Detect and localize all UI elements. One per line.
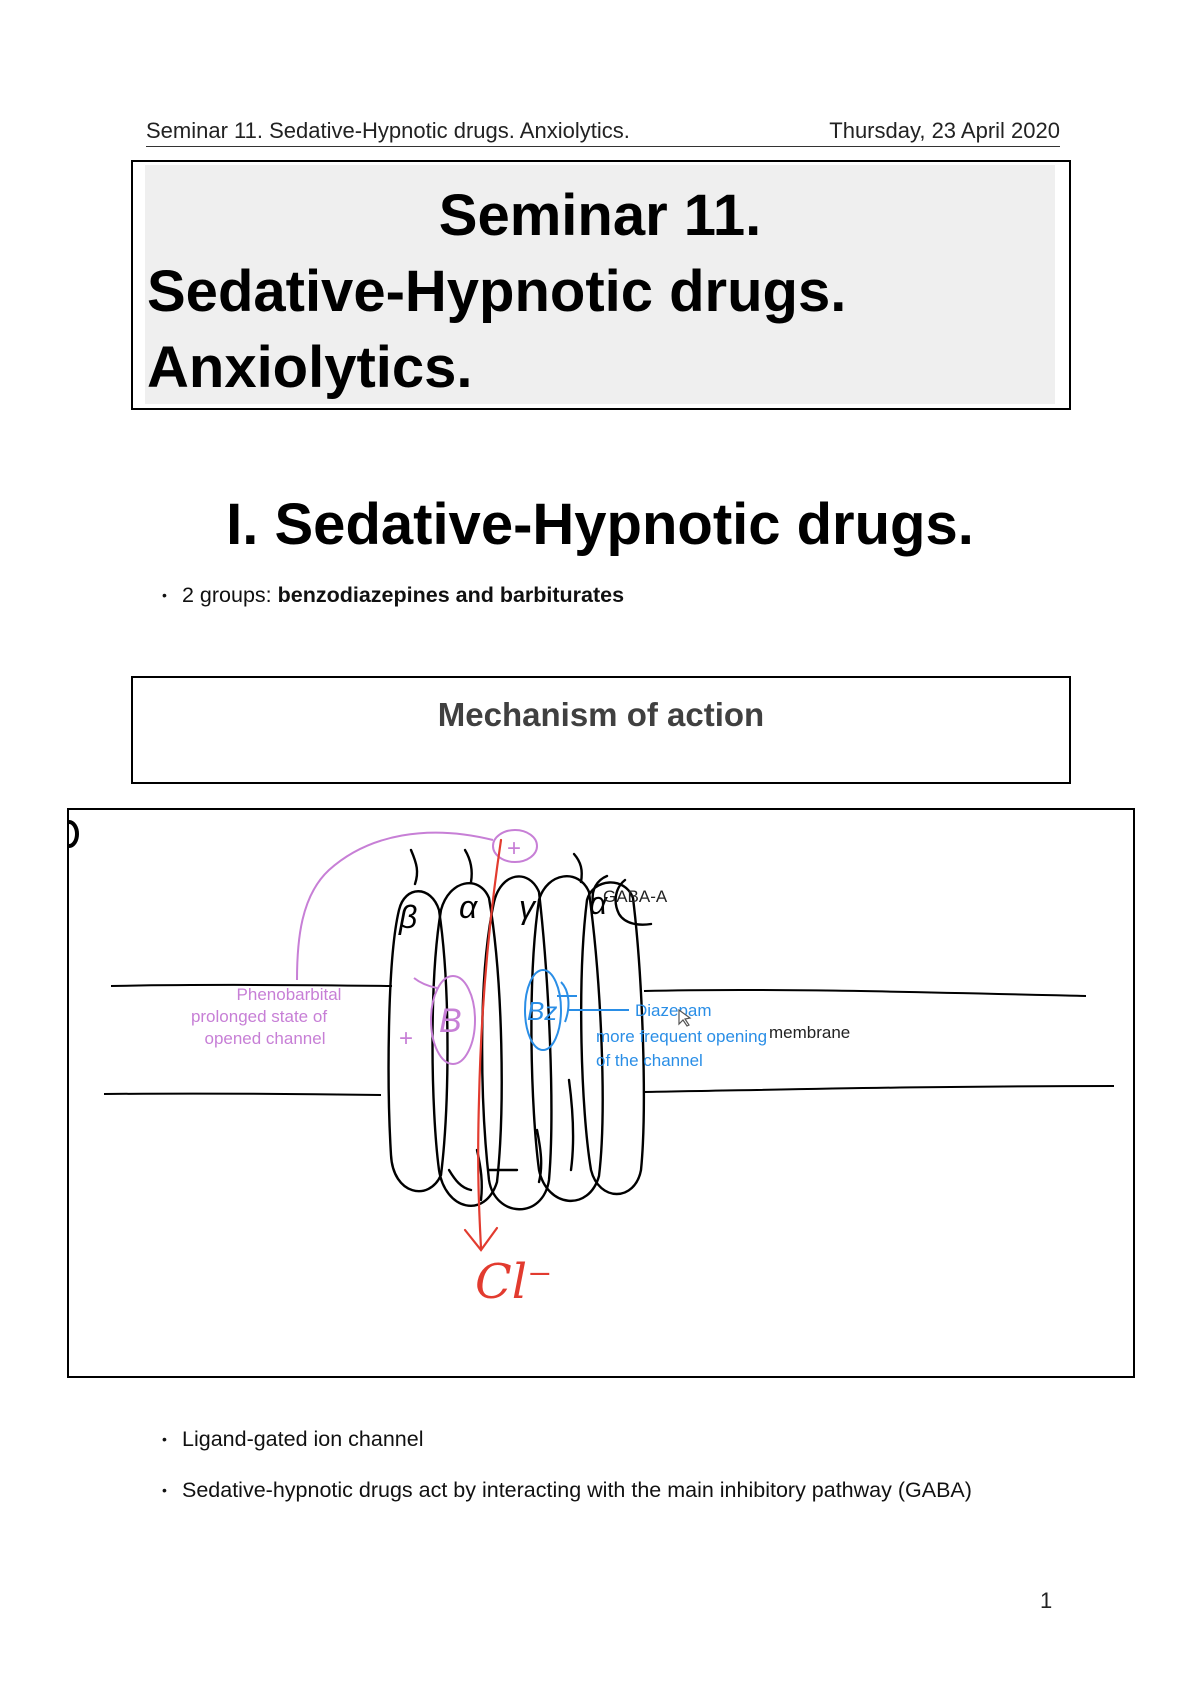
title-box: Seminar 11. Sedative-Hypnotic drugs. Anx…: [131, 160, 1071, 410]
inner-stroke-1: [447, 1168, 473, 1192]
barbiturate-site-circle: [430, 975, 476, 1065]
subunit-outline-2: [431, 882, 503, 1207]
barbiturate-plus: +: [399, 1025, 413, 1052]
membrane-top-right: [643, 988, 1087, 997]
groups-text: 2 groups: benzodiazepines and barbiturat…: [162, 580, 1042, 610]
receptor-subunits: [387, 848, 653, 1211]
section-heading: I. Sedative-Hypnotic drugs.: [226, 492, 974, 557]
gaba-site-plus: +: [507, 835, 521, 862]
bullet-dot: •: [162, 1431, 167, 1447]
bz-site-label: Bz: [527, 996, 557, 1026]
membrane-label: membrane: [769, 1023, 850, 1042]
groups-prefix: 2 groups:: [182, 583, 278, 607]
chloride-flow: [463, 838, 503, 1252]
cap-stroke-4: [591, 874, 609, 904]
phenobarbital-line-3: opened channel: [204, 1029, 325, 1048]
chloride-ion-label: Cl⁻: [475, 1254, 552, 1310]
barbiturate-site-label: B: [439, 1002, 462, 1040]
bullet-text-1: Ligand-gated ion channel: [182, 1427, 424, 1451]
cap-stroke-3: [572, 852, 583, 884]
bullet-dot: •: [162, 587, 167, 603]
phenobarbital-arrow: [413, 977, 438, 989]
gaba-a-bracket: [614, 878, 653, 926]
diazepam-effect-line-1: more frequent opening: [596, 1027, 767, 1046]
diazepam-effect-line-2: of the channel: [596, 1051, 703, 1070]
phenobarbital-leader: [296, 831, 494, 981]
cap-stroke-1: [409, 848, 419, 886]
mechanism-box: Mechanism of action: [131, 676, 1071, 784]
chloride-channel-line: [477, 838, 503, 1250]
title-background: Seminar 11. Sedative-Hypnotic drugs. Anx…: [145, 165, 1055, 404]
subunit-outline-3: [480, 875, 553, 1211]
subunit-outline-5: [580, 881, 646, 1196]
cap-stroke-2: [463, 848, 473, 884]
membrane-top-left: [110, 983, 393, 987]
subunit-alpha-2: α: [589, 885, 608, 921]
subunit-alpha-1: α: [459, 889, 478, 925]
diazepam-note: more frequent opening of the channel: [596, 1027, 767, 1070]
cursor-icon: [678, 1008, 692, 1027]
gaba-site-circle: [492, 829, 538, 863]
groups-bullet: • 2 groups: benzodiazepines and barbitur…: [162, 580, 1042, 610]
page-number: 1: [1040, 1588, 1053, 1613]
subunit-gamma: γ: [519, 889, 537, 925]
page-header: Seminar 11. Sedative-Hypnotic drugs. Anx…: [146, 118, 1060, 147]
barbiturate-markup: [296, 829, 538, 1065]
mechanism-title: Mechanism of action: [437, 696, 765, 733]
subunit-outline-4: [530, 875, 604, 1203]
phenobarbital-line-2: prolonged state of: [191, 1007, 327, 1026]
cursor-shape: [678, 1008, 692, 1027]
title-line-3: Anxiolytics.: [147, 335, 473, 400]
phenobarbital-note: Phenobarbital prolonged state of opened …: [191, 985, 342, 1048]
membrane-lines: [103, 983, 1115, 1096]
title-line-2: Sedative-Hypnotic drugs.: [147, 259, 847, 324]
bullet-ligand: • Ligand-gated ion channel: [162, 1424, 1042, 1454]
chloride-arrowhead: [463, 1226, 499, 1252]
edge-mark: [69, 820, 79, 848]
membrane-bottom-left: [103, 1092, 382, 1096]
membrane-bottom-right: [643, 1085, 1115, 1093]
inner-stroke-5: [567, 1078, 575, 1172]
subunit-outline-1: [387, 890, 449, 1193]
diagram-svg: β α γ α + B + Phenobarbital prolonged st…: [69, 820, 1115, 1310]
header-date: Thursday, 23 April 2020: [829, 118, 1060, 143]
header-title: Seminar 11. Sedative-Hypnotic drugs. Anx…: [146, 118, 630, 143]
benzodiazepine-markup: [524, 969, 629, 1051]
subunit-letters: β α γ α: [398, 885, 608, 935]
title-line-1: Seminar 11.: [438, 183, 762, 248]
bullet-dot: •: [162, 1482, 167, 1498]
bz-site-circle: [524, 969, 562, 1051]
gaba-a-label: GABA-A: [603, 887, 668, 906]
bullet-gaba-pathway: • Sedative-hypnotic drugs act by interac…: [162, 1475, 1032, 1505]
gaba-a-diagram: β α γ α + B + Phenobarbital prolonged st…: [67, 808, 1135, 1378]
subunit-beta: β: [398, 899, 417, 935]
groups-bold: benzodiazepines and barbiturates: [277, 583, 625, 607]
bullet-text-2: Sedative-hypnotic drugs act by interacti…: [182, 1478, 972, 1502]
diazepam-label: Diazepam: [635, 1001, 712, 1020]
inner-stroke-4: [535, 1128, 543, 1184]
phenobarbital-line-1: Phenobarbital: [237, 985, 342, 1004]
bz-plus-stroke: [557, 981, 577, 1023]
